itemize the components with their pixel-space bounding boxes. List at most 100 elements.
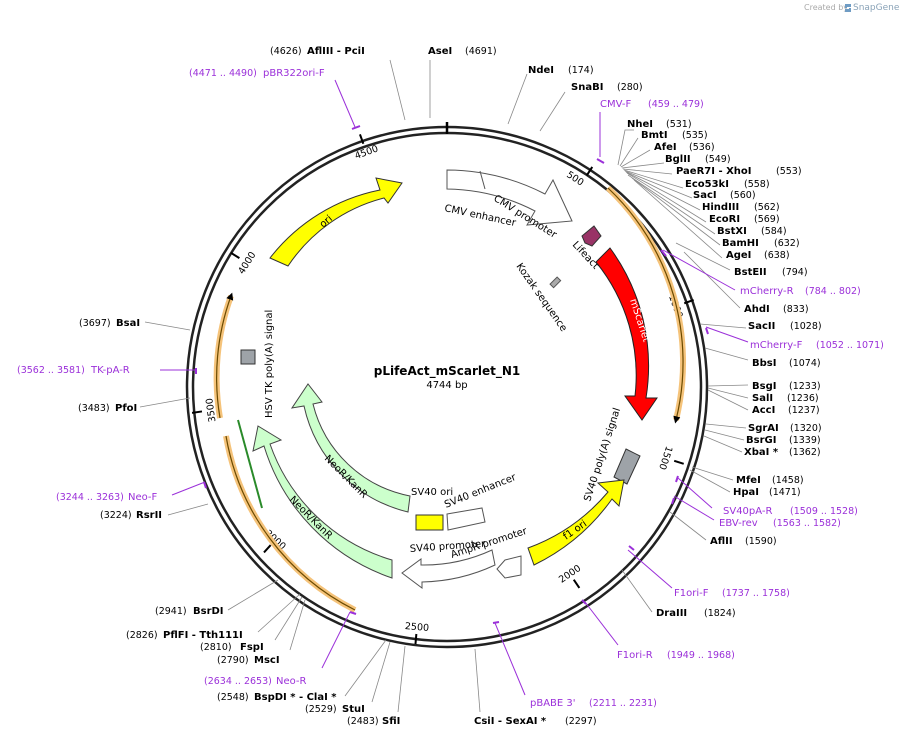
primer-mcherryr[interactable]: mCherry-R xyxy=(740,286,794,297)
enzyme-mfei[interactable]: MfeI xyxy=(736,475,761,486)
tick-1500: 1500 xyxy=(656,445,685,471)
tick-4000: 4000 xyxy=(230,250,259,276)
lifeact-feature[interactable] xyxy=(581,225,602,247)
enzyme-bsai[interactable]: BsaI xyxy=(116,318,140,329)
enzyme-agei[interactable]: AgeI xyxy=(726,250,751,261)
enzyme-msci[interactable]: MscI xyxy=(254,655,280,666)
enzyme-afei[interactable]: AfeI xyxy=(654,142,677,153)
enzyme-xbai[interactable]: XbaI * xyxy=(744,447,779,458)
mscarlet-feature[interactable] xyxy=(595,247,658,421)
enzyme-bspdi[interactable]: BspDI * - ClaI * xyxy=(254,692,337,703)
kozak-label: Kozak sequence xyxy=(514,261,569,333)
f1-ori-feature[interactable] xyxy=(527,479,625,566)
enzyme-pfoi[interactable]: PfoI xyxy=(115,403,137,414)
hsv-tk-feature[interactable] xyxy=(240,349,256,365)
primer-cmvf-range: (459 .. 479) xyxy=(648,99,704,110)
primer-cmvf[interactable]: CMV-F xyxy=(600,99,631,110)
kozak-feature[interactable] xyxy=(549,276,562,289)
enzyme-bsgi[interactable]: BsgI xyxy=(752,381,776,392)
enzyme-agei-pos: (638) xyxy=(764,250,790,261)
orf-mscarlet-arrow xyxy=(607,187,684,424)
orf-hsvtk-arrow xyxy=(216,292,234,419)
primer-neof[interactable]: Neo-F xyxy=(128,492,158,503)
enzyme-hindiii[interactable]: HindIII xyxy=(702,202,739,213)
enzyme-nhei[interactable]: NheI xyxy=(627,119,653,130)
backbone xyxy=(185,122,709,649)
neokanr-inner-feature[interactable] xyxy=(290,383,411,513)
enzyme-bsteii[interactable]: BstEII xyxy=(734,267,767,278)
sv40-polya-feature[interactable] xyxy=(613,448,641,485)
primer-tkpar-range: (3562 .. 3581) xyxy=(17,365,85,376)
enzyme-acci-pos: (1237) xyxy=(788,405,820,416)
enzyme-stui[interactable]: StuI xyxy=(342,704,365,715)
enzyme-bamhi[interactable]: BamHI xyxy=(722,238,759,249)
enzyme-bglii[interactable]: BglII xyxy=(665,154,691,165)
enzyme-fspi-pos: (2810) xyxy=(200,642,232,653)
enzyme-paer7i[interactable]: PaeR7I - XhoI xyxy=(676,166,752,177)
enzyme-aflii-pos: (1590) xyxy=(745,536,777,547)
enzyme-ecori[interactable]: EcoRI xyxy=(709,214,740,225)
svg-text:2500: 2500 xyxy=(404,621,429,634)
enzyme-draiii-pos: (1824) xyxy=(704,608,736,619)
sv40-ori-feature[interactable] xyxy=(415,514,444,531)
enzyme-sacii[interactable]: SacII xyxy=(748,321,775,332)
primer-tkpar[interactable]: TK-pA-R xyxy=(90,365,130,376)
enzyme-rsrii[interactable]: RsrII xyxy=(136,510,162,521)
cmv-promoter-feature[interactable] xyxy=(446,169,573,226)
enzyme-bglii-pos: (549) xyxy=(705,154,731,165)
enzyme-bstxi[interactable]: BstXI xyxy=(717,226,747,237)
primer-mcherryr-range: (784 .. 802) xyxy=(805,286,861,297)
enzyme-bbsi[interactable]: BbsI xyxy=(752,358,776,369)
enzyme-bsai-pos: (3697) xyxy=(79,318,111,329)
primer-sv40par[interactable]: SV40pA-R xyxy=(723,506,772,517)
enzyme-ahdi-pos: (833) xyxy=(783,304,809,315)
svg-text:3500: 3500 xyxy=(204,397,218,422)
primer-neor[interactable]: Neo-R xyxy=(276,676,307,687)
enzyme-sgrai[interactable]: SgrAI xyxy=(748,423,779,434)
ori-feature[interactable] xyxy=(269,177,403,267)
enzyme-ndei-pos: (174) xyxy=(568,65,594,76)
primer-f1orif-range: (1737 .. 1758) xyxy=(722,588,790,599)
enzyme-afliii[interactable]: AflIII - PciI xyxy=(307,46,365,57)
primer-ebvrev[interactable]: EBV-rev xyxy=(719,518,758,529)
enzyme-ahdi[interactable]: AhdI xyxy=(744,304,770,315)
enzyme-bsrdi[interactable]: BsrDI xyxy=(193,606,224,617)
enzyme-ndei[interactable]: NdeI xyxy=(528,65,554,76)
enzyme-eco53ki[interactable]: Eco53kI xyxy=(685,179,729,190)
enzyme-acci[interactable]: AccI xyxy=(752,405,775,416)
enzyme-sfii-pos: (2483) xyxy=(347,716,379,727)
enzyme-snabi-pos: (280) xyxy=(617,82,643,93)
enzyme-hpai[interactable]: HpaI xyxy=(733,487,759,498)
enzyme-snabi[interactable]: SnaBI xyxy=(571,82,603,93)
sv40-promoter-feature[interactable] xyxy=(401,549,496,589)
enzyme-msci-pos: (2790) xyxy=(217,655,249,666)
enzyme-draiii[interactable]: DraIII xyxy=(656,608,687,619)
enzyme-hpai-pos: (1471) xyxy=(769,487,801,498)
enzyme-saci[interactable]: SacI xyxy=(693,190,717,201)
enzyme-csii[interactable]: CsiI - SexAI * xyxy=(474,716,547,727)
neokanr-outer-feature[interactable] xyxy=(252,425,393,579)
sv40-enhancer-feature[interactable] xyxy=(446,507,486,531)
primer-pbr322ori[interactable]: pBR322ori-F xyxy=(263,68,325,79)
enzyme-bmti[interactable]: BmtI xyxy=(641,130,668,141)
enzyme-bsrgi[interactable]: BsrGI xyxy=(746,435,776,446)
svg-text:4500: 4500 xyxy=(353,143,379,162)
primer-f1orif[interactable]: F1ori-F xyxy=(674,588,709,599)
primer-pbabe3[interactable]: pBABE 3' xyxy=(530,698,576,709)
primer-pbr322ori-range: (4471 .. 4490) xyxy=(189,68,257,79)
primer-mcherryf[interactable]: mCherry-F xyxy=(750,340,803,351)
enzyme-fspi[interactable]: FspI xyxy=(240,642,264,653)
enzyme-sali[interactable]: SalI xyxy=(752,393,773,404)
watermark-brand: SnapGene xyxy=(853,3,900,13)
enzyme-pflfi[interactable]: PflFI - Tth111I xyxy=(163,630,243,641)
enzyme-bamhi-pos: (632) xyxy=(774,238,800,249)
enzyme-aflii[interactable]: AflII xyxy=(710,536,733,547)
enzyme-sfii[interactable]: SfiI xyxy=(382,716,400,727)
enzyme-asei[interactable]: AseI xyxy=(428,46,452,57)
primer-f1orir[interactable]: F1ori-R xyxy=(617,650,653,661)
plasmid-name: pLifeAct_mScarlet_N1 xyxy=(374,364,521,379)
primer-sv40par-range: (1509 .. 1528) xyxy=(790,506,858,517)
primer-neof-range: (3244 .. 3263) xyxy=(56,492,124,503)
ampr-promoter-feature[interactable] xyxy=(496,555,522,579)
enzyme-csii-pos: (2297) xyxy=(565,716,597,727)
